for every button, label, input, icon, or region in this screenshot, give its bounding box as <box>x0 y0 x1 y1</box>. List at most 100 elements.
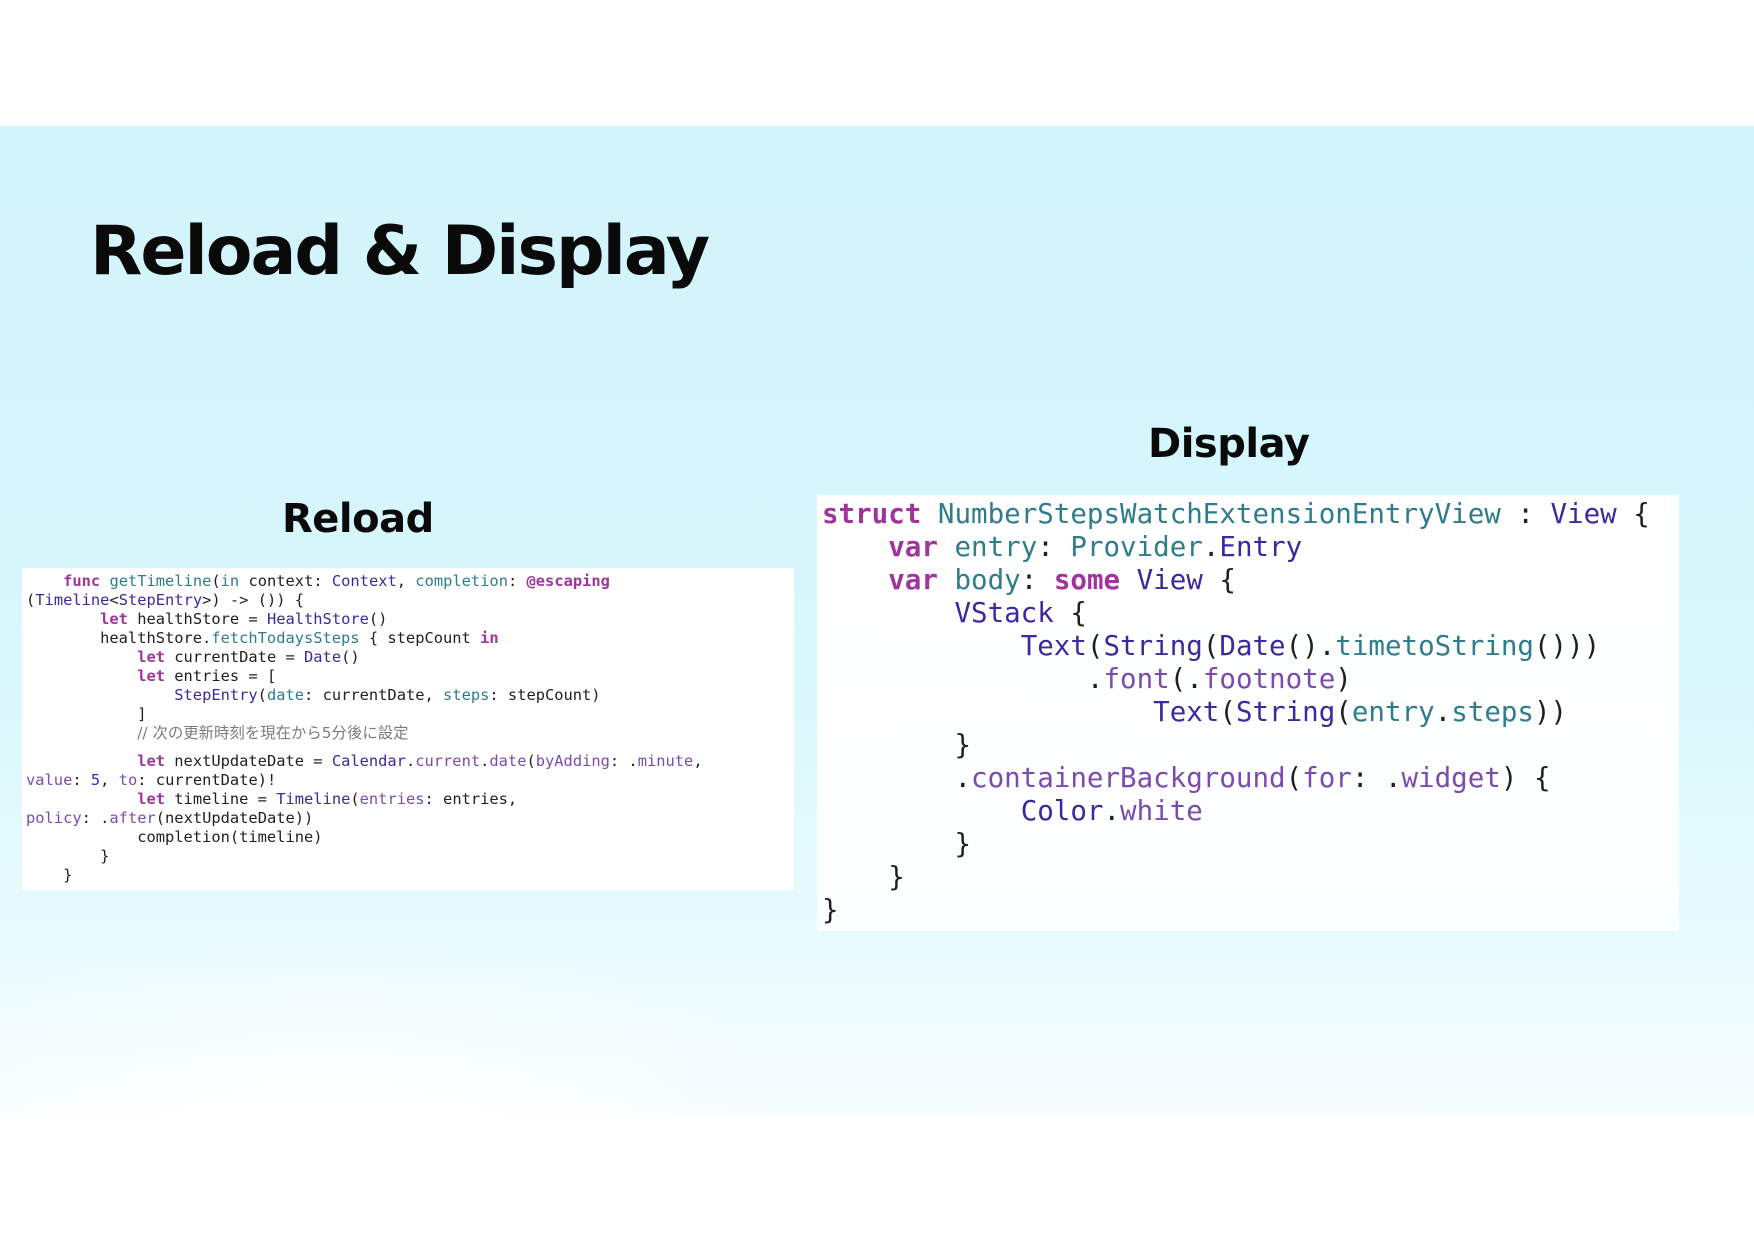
code-line: func getTimeline(in context: Context, co… <box>26 572 794 591</box>
code-token: ( <box>1202 630 1220 662</box>
code-token: : currentDate, <box>304 686 444 704</box>
code-line: Text(String(entry.steps)) <box>822 696 1679 729</box>
code-token: NumberStepsWatchExtensionEntryView <box>937 498 1501 530</box>
code-token: View <box>1136 564 1203 596</box>
code-token: (. <box>1169 663 1203 695</box>
code-token: for <box>1302 762 1352 794</box>
reload-heading: Reload <box>282 496 434 542</box>
code-line: value: 5, to: currentDate)! <box>26 771 794 790</box>
code-token: context: <box>239 572 332 590</box>
code-comment: // 次の更新時刻を現在から5分後に設定 <box>137 724 409 742</box>
code-line: policy: .after(nextUpdateDate)) <box>26 809 794 828</box>
code-token: Provider <box>1070 531 1203 563</box>
code-token: . <box>822 663 1104 695</box>
code-token: ( <box>1335 696 1352 728</box>
reload-code-block: func getTimeline(in context: Context, co… <box>22 568 794 890</box>
code-token: : <box>1500 498 1551 530</box>
code-token: . <box>1103 795 1121 827</box>
code-token: : . <box>1351 762 1402 794</box>
code-token: 5 <box>90 771 101 789</box>
code-token: entries = [ <box>165 667 277 685</box>
code-token: } <box>822 894 839 926</box>
code-token: Text <box>1020 630 1087 662</box>
slide-title: Reload & Display <box>90 212 710 291</box>
code-token: date <box>266 686 305 704</box>
code-line: .containerBackground(for: .widget) { <box>822 762 1679 795</box>
code-token: let <box>137 648 166 666</box>
code-token: { <box>1202 564 1236 596</box>
code-token: ] <box>26 705 147 723</box>
code-token <box>822 795 1021 827</box>
code-token: completion(timeline) <box>26 828 323 846</box>
code-token: : <box>507 572 527 590</box>
code-token: () <box>368 610 388 628</box>
code-line: } <box>26 847 794 866</box>
code-token: widget <box>1401 762 1501 794</box>
code-line: } <box>822 894 1679 927</box>
code-token <box>26 572 63 590</box>
code-token: (nextUpdateDate)) <box>155 809 314 827</box>
code-token: } <box>26 847 110 865</box>
code-line: let nextUpdateDate = Calendar.current.da… <box>26 752 794 771</box>
code-line: let currentDate = Date() <box>26 648 794 667</box>
code-token: Calendar <box>331 752 406 770</box>
code-token: struct <box>822 498 922 530</box>
code-token: } <box>822 729 972 761</box>
code-token: ( <box>26 591 36 609</box>
code-token: timeline = <box>165 790 277 808</box>
code-token: Text <box>1153 696 1220 728</box>
code-token <box>822 597 954 629</box>
code-line: } <box>822 861 1679 894</box>
code-token: , <box>396 572 416 590</box>
code-token: func <box>63 572 101 590</box>
code-token: : . <box>609 752 638 770</box>
code-token: . <box>822 762 972 794</box>
code-token: : currentDate)! <box>137 771 277 789</box>
code-token: Context <box>331 572 397 590</box>
code-token: . <box>1202 531 1220 563</box>
code-token: : <box>1037 531 1071 563</box>
code-token: Timeline <box>276 790 351 808</box>
code-token: completion <box>415 572 508 590</box>
code-line: StepEntry(date: currentDate, steps: step… <box>26 686 794 705</box>
code-token: var <box>888 564 938 596</box>
code-token: ( <box>1285 762 1303 794</box>
code-token: date <box>489 752 527 770</box>
code-token: Date <box>304 648 342 666</box>
code-token: Timeline <box>35 591 110 609</box>
code-token: some <box>1053 564 1121 596</box>
code-token: : entries, <box>424 790 518 808</box>
code-token: steps <box>443 686 490 704</box>
display-heading: Display <box>1148 421 1310 467</box>
code-token: } <box>26 866 73 884</box>
code-token: ( <box>350 790 360 808</box>
code-token: ) { <box>1500 762 1551 794</box>
code-line: } <box>822 729 1679 762</box>
code-token: : <box>1020 564 1054 596</box>
code-token <box>921 498 938 530</box>
code-token: >) -> ()) { <box>202 591 305 609</box>
code-token: VStack <box>954 597 1054 629</box>
code-token: )) <box>1534 696 1568 728</box>
code-token: currentDate = <box>165 648 305 666</box>
code-token: white <box>1120 795 1203 827</box>
code-token: getTimeline <box>109 572 212 590</box>
code-token <box>822 564 888 596</box>
code-line: .font(.footnote) <box>822 663 1679 696</box>
code-token: ) <box>1335 663 1352 695</box>
code-token: : stepCount) <box>489 686 601 704</box>
code-token <box>938 531 955 563</box>
code-token: < <box>109 591 119 609</box>
code-token <box>1120 564 1137 596</box>
code-token <box>26 648 137 666</box>
code-line: completion(timeline) <box>26 828 794 847</box>
code-token: let <box>137 790 166 808</box>
code-token: Entry <box>1219 531 1303 563</box>
code-token: body <box>954 564 1021 596</box>
code-token: containerBackground <box>971 762 1286 794</box>
code-token <box>26 752 137 770</box>
code-token: to <box>118 771 138 789</box>
code-token: fetchTodaysSteps <box>211 629 360 647</box>
display-code-block: struct NumberStepsWatchExtensionEntryVie… <box>817 495 1679 931</box>
code-line: } <box>822 828 1679 861</box>
